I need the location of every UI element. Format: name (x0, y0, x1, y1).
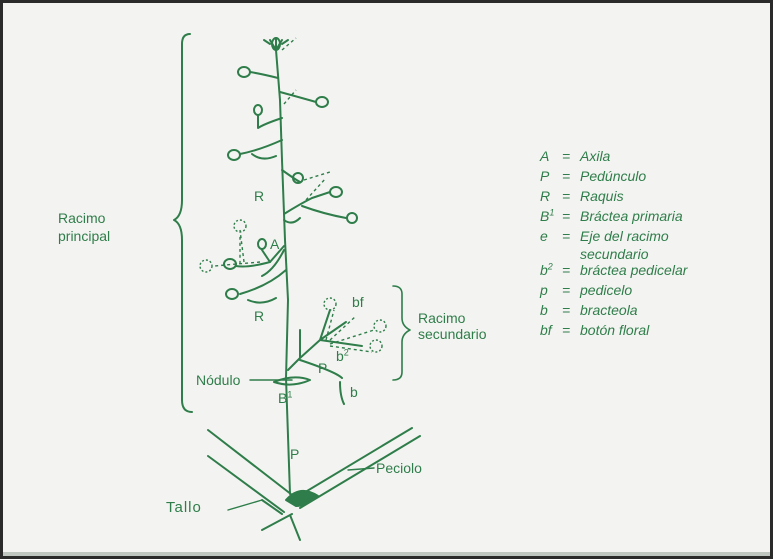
legend-eq: = (562, 322, 580, 338)
legend-eq: = (562, 208, 580, 224)
legend-row: A=Axila (540, 148, 765, 168)
stem-leader (228, 500, 262, 510)
flower-buds (224, 67, 357, 303)
legend-eq: = (562, 188, 580, 204)
legend-key: A (540, 148, 562, 164)
legend-text: Raquis (580, 188, 624, 204)
legend-row: e=Eje del racimo (540, 228, 765, 246)
label-tallo: Tallo (166, 500, 202, 516)
legend-text: botón floral (580, 322, 649, 338)
label-b1: B1 (278, 390, 292, 406)
label-a: A (270, 236, 279, 252)
legend-row: p=pedicelo (540, 282, 765, 302)
label-p-large: P (290, 446, 299, 462)
legend-key: b2 (540, 262, 562, 278)
legend-eq: = (562, 168, 580, 184)
legend-key: b (540, 302, 562, 318)
legend-text: secundario (580, 246, 649, 262)
legend-text: bráctea pedicelar (580, 262, 687, 278)
legend-row: b=bracteola (540, 302, 765, 322)
legend-eq: = (562, 262, 580, 278)
legend-row: R=Raquis (540, 188, 765, 208)
label-bf: bf (352, 294, 364, 310)
rachis (276, 50, 288, 378)
legend-key-sup: 1 (549, 207, 554, 217)
legend-row: bf=botón floral (540, 322, 765, 342)
legend-eq: = (562, 302, 580, 318)
label-racimo-secundario-line2: secundario (418, 326, 487, 342)
legend: A=Axila P=Pedúnculo R=Raquis B1=Bráctea … (540, 148, 765, 342)
legend-key: bf (540, 322, 562, 338)
label-b2-sup: 2 (344, 347, 349, 357)
legend-eq: = (562, 148, 580, 164)
legend-row: B1=Bráctea primaria (540, 208, 765, 228)
legend-key: p (540, 282, 562, 298)
label-peciolo: Peciolo (376, 460, 422, 476)
legend-row: P=Pedúnculo (540, 168, 765, 188)
legend-text: Pedúnculo (580, 168, 646, 184)
label-r-lower: R (254, 308, 264, 324)
secondary-raceme-brace (393, 286, 410, 380)
legend-eq: = (562, 282, 580, 298)
label-r-upper: R (254, 188, 264, 204)
stem (208, 430, 300, 540)
legend-key: B1 (540, 208, 562, 224)
label-racimo-secundario-line1: Racimo (418, 310, 465, 326)
legend-text: pedicelo (580, 282, 632, 298)
petiole-leader (348, 468, 374, 470)
legend-key: e (540, 228, 562, 244)
label-p-small: P (318, 360, 327, 376)
primary-bract (274, 377, 310, 384)
legend-text: Axila (580, 148, 610, 164)
main-raceme-brace (174, 34, 192, 412)
label-b-small: b (350, 384, 358, 400)
legend-key-base: B (540, 208, 549, 224)
label-racimo-principal-line1: Racimo (58, 210, 105, 226)
label-nodulo: Nódulo (196, 372, 240, 388)
label-b1-sup: 1 (287, 389, 292, 399)
label-b1-base: B (278, 390, 287, 406)
label-b2-base: b (336, 348, 344, 364)
legend-key-sup: 2 (548, 261, 553, 271)
legend-text: Bráctea primaria (580, 208, 683, 224)
legend-row: secundario (540, 246, 765, 262)
legend-text: bracteola (580, 302, 638, 318)
legend-key: P (540, 168, 562, 184)
legend-key: R (540, 188, 562, 204)
legend-eq: = (562, 228, 580, 244)
legend-row: b2=bráctea pedicelar (540, 262, 765, 282)
legend-text: Eje del racimo (580, 228, 669, 244)
legend-key-base: b (540, 262, 548, 278)
label-b2: b2 (336, 348, 349, 364)
label-racimo-principal-line2: principal (58, 228, 110, 244)
